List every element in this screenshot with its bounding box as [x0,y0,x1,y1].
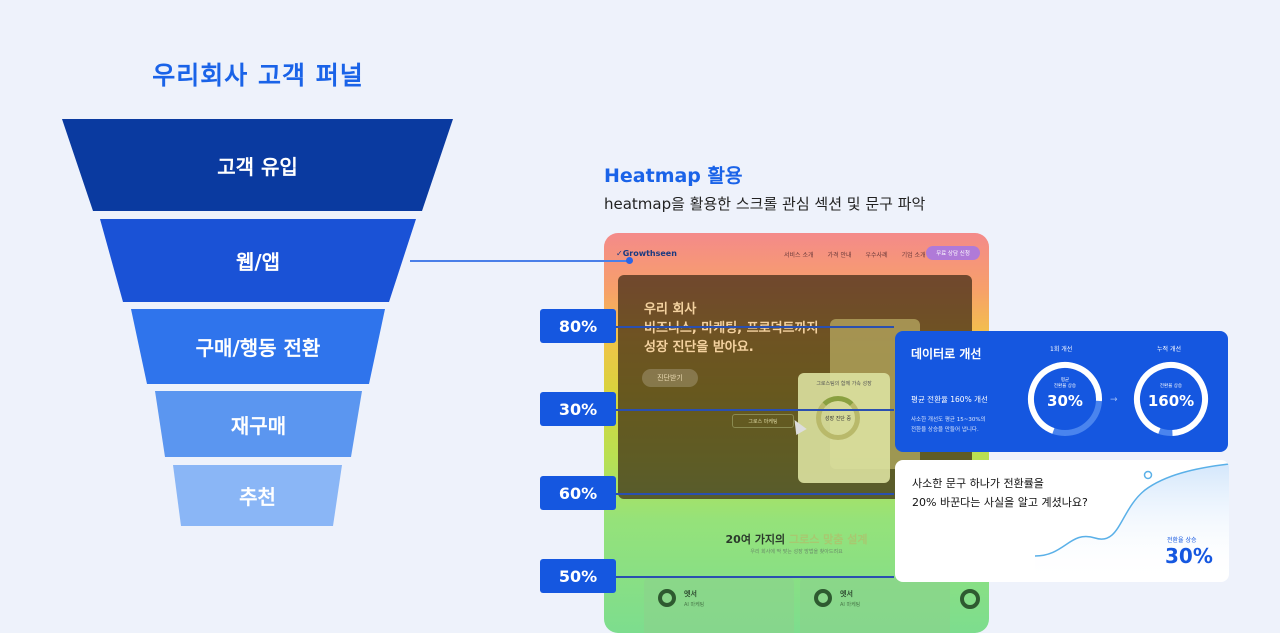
funnel-stage-2-shape [100,219,416,302]
mockup-bottom-card-title: 엣서 [684,590,697,598]
mockup-section-title-b: 그로스 맞춤 설계 [788,533,868,546]
stats-card-headline: 평균 전환율 160% 개선 [911,395,988,404]
mockup-bottom-card-title: 엣서 [840,590,853,598]
ring2-value: 160% [1147,392,1195,410]
funnel-stage-3: 구매/행동 전환 [131,309,385,384]
ring1-value: 30% [1047,392,1083,410]
scroll-badge-80: 80% [540,309,616,343]
stats-card-desc-1: 사소한 개선도 평균 15~30%의 [911,417,986,423]
ring1-small: 평균 [1060,378,1070,383]
mockup-nav-item: 우수사례 [865,252,888,259]
funnel-stage-4-label: 재구매 [230,413,287,438]
connector-line-webapp [410,260,630,262]
funnel-stage-4-shape [155,391,362,457]
mockup-bottom-card-sub: AI 마케팅 [684,602,705,608]
scroll-badge-60: 60% [540,476,616,510]
growth-curve-chart [1034,463,1229,582]
question-card: 사소한 문구 하나가 전환률을 20% 바꾼다는 사실을 알고 계셨나요? 전환… [895,460,1229,582]
mockup-logo: ✓Growthseen [616,249,677,258]
stats-card-title: 데이터로 개선 [911,347,982,361]
mockup-mini-ring [816,396,860,440]
badge-line-30 [616,409,894,411]
scroll-badge-50: 50% [540,559,616,593]
mockup-logo-text: Growthseen [622,249,677,258]
mockup-nav-item: 기업 소개 [901,252,926,259]
mockup-bottom-card-2: 엣서 AI 마케팅 [800,577,950,633]
funnel-graphic [62,119,453,526]
mockup-nav-item: 서비스 소개 [784,252,814,259]
question-stat-label: 전환율 상승 [1167,537,1197,544]
mockup-nav-item: 가격 안내 [827,252,852,259]
funnel-stage-5-label: 추천 [239,485,276,509]
mockup-hero-line2: 비즈니스, 마케팅, 프로덕트까지 [644,321,819,336]
funnel-stage-3-label: 구매/행동 전환 [195,336,321,360]
growth-curve-line [1034,463,1229,557]
mockup-bottom-card-icon [960,589,980,609]
mockup-section-sub: 우리 회사에 딱 맞는 성장 방법을 찾아드려요 [750,549,843,555]
question-stat-value: 30% [1165,544,1213,568]
mockup-hero-button: 진단받기 [642,369,698,387]
funnel-stage-5-shape [173,465,342,526]
mockup-bottom-card-icon [658,589,676,607]
funnel-stage-1-shape [62,119,453,211]
ring1-label: 1회 개선 [1050,346,1073,353]
mockup-hero-line1: 우리 회사 [644,302,697,317]
connector-dot-webapp [626,257,633,264]
funnel-stage-2-label: 웹/앱 [235,250,281,274]
heatmap-subtitle: heatmap을 활용한 스크롤 관심 섹션 및 문구 파악 [604,195,926,213]
ring2-small: 전환율 상승 [1159,384,1183,389]
growth-curve-point [1143,470,1153,480]
ring1-chart [1028,362,1102,436]
funnel-stage-3-shape [131,309,385,384]
question-line-1: 사소한 문구 하나가 전환률을 [912,477,1044,490]
mockup-mini-ring-label: 성장 진단 중 [824,416,852,422]
scroll-badge-30: 30% [540,392,616,426]
funnel-stage-2: 웹/앱 [100,219,416,302]
mockup-section-title-a: 20여 가지의 [725,533,786,546]
growth-curve-area [1035,464,1229,582]
funnel-stage-4: 재구매 [155,391,362,457]
ring-arrow-icon: → [1110,395,1118,405]
ring2-label: 누적 개선 [1157,346,1181,353]
mockup-nav-button: 무료 상담 신청 [926,246,980,260]
question-line-2: 20% 바꾼다는 사실을 알고 계셨나요? [912,496,1088,509]
mockup-nav: 서비스 소개 가격 안내 우수사례 기업 소개 [784,250,926,259]
ring2-chart [1134,362,1208,436]
badge-line-80 [616,326,894,328]
mockup-mini-card-button: 그로스 마케팅 [732,414,794,428]
mockup-hero-line3: 성장 진단을 받아요. [644,340,754,355]
heatmap-title: Heatmap 활용 [604,165,743,187]
badge-line-60 [616,493,894,495]
funnel-stage-5: 추천 [173,465,342,526]
funnel-stage-1: 고객 유입 [62,119,453,211]
stats-card-desc-2: 전환율 상승을 만들어 냅니다. [911,427,979,433]
mockup-bottom-card-1: 엣서 AI 마케팅 [644,577,794,633]
mockup-section-title: 20여 가지의 그로스 맞춤 설계 [604,531,989,547]
mockup-bottom-card-icon [814,589,832,607]
mockup-mini-card-title: 그로스팀의 함께 가속 성장 [816,381,872,387]
funnel-stage-1-label: 고객 유입 [217,154,298,179]
ring1-small2: 전환율 상승 [1053,384,1077,389]
badge-line-50 [616,576,894,578]
stats-card: 데이터로 개선 평균 전환율 160% 개선 사소한 개선도 평균 15~30%… [895,331,1228,452]
funnel-title: 우리회사 고객 퍼널 [152,61,364,90]
mockup-bottom-card-sub: AI 마케팅 [840,602,861,608]
